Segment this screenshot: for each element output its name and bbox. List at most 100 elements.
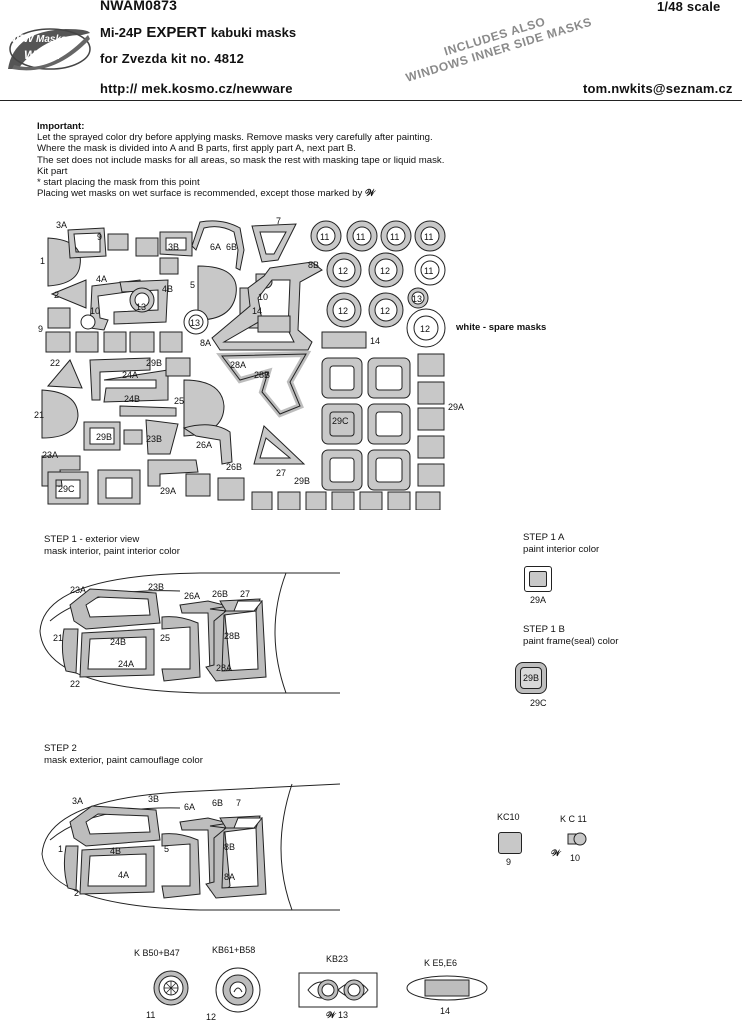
mask-label: 28B	[254, 370, 270, 380]
kit-mask-number: 10	[570, 853, 581, 863]
mask-shape	[221, 353, 307, 415]
mask-label: 29B	[146, 358, 162, 368]
mask-shape	[217, 477, 245, 501]
kit-wheel-icon	[153, 970, 189, 1006]
instruction-line: Placing wet masks on wet surface is reco…	[37, 188, 376, 200]
mask-label: 12	[380, 266, 390, 276]
mask-shape	[107, 233, 129, 251]
mask-label: 14	[370, 336, 380, 346]
mask-shape	[159, 331, 183, 353]
step1b-inner-label: 29B	[520, 667, 542, 689]
kit-mask-number: 11	[146, 1010, 156, 1020]
mask-shape	[159, 257, 179, 275]
kit-lamp-icon	[215, 967, 261, 1013]
mask-shape	[417, 407, 445, 431]
instruction-line: * start placing the mask from this point	[37, 177, 200, 189]
step2-label: 4B	[110, 846, 121, 856]
step2-label: 5	[164, 844, 169, 854]
logo-ware: WARE	[24, 48, 60, 62]
kabuki-label: kabuki masks	[210, 25, 297, 40]
mask-label: 11	[424, 232, 433, 242]
step2-label: 6A	[184, 802, 195, 812]
step1-cockpit-diagram: 23A 23B 26A 26B 27 21 24B 25 28B 24A 28A…	[39, 572, 340, 694]
step1a-title: STEP 1 A	[523, 532, 565, 543]
step2-label: 6B	[212, 798, 223, 808]
mask-label: 4A	[96, 274, 107, 284]
mask-shape	[45, 331, 71, 353]
mask-shape	[185, 473, 211, 497]
mask-label: 29B	[96, 432, 112, 442]
wet-mask-symbol-icon: 𝒲	[326, 1010, 336, 1020]
step1-subtitle: mask interior, paint interior color	[44, 546, 180, 557]
mask-shape	[89, 357, 151, 401]
mask-label: 13	[412, 294, 422, 304]
mask-shape	[83, 421, 121, 451]
step1-label: 28A	[216, 663, 232, 673]
product-code: NWAM0873	[100, 0, 178, 13]
mask-label: 10	[90, 306, 100, 316]
kit-part-code: KB61+B58	[212, 945, 256, 955]
mask-shape	[182, 424, 233, 465]
logo-new: NEW	[8, 33, 34, 45]
step1-label: 27	[240, 589, 250, 599]
mask-shape	[97, 469, 141, 505]
mask-shape	[47, 307, 71, 329]
mask-label: 23B	[146, 434, 162, 444]
mask-shape	[129, 331, 155, 353]
kit-mask-number: 12	[206, 1012, 217, 1022]
mask-label: 11	[356, 232, 365, 242]
mask-label: 21	[34, 410, 44, 420]
mask-sheet: 3A 9 3B 6A 6B 7 1 4A 4B 5 2 10 10 14 8B …	[34, 216, 464, 510]
kit-part-code: K C 11	[560, 814, 587, 824]
mask-label: 8A	[200, 338, 211, 348]
mask-shape	[417, 381, 445, 405]
instruction-line: Let the sprayed color dry before applyin…	[37, 132, 433, 144]
step1-label: 28B	[224, 631, 240, 641]
wet-mask-symbol-icon: 𝒲	[551, 848, 561, 858]
step1-label: 24B	[110, 637, 126, 647]
mask-shape	[387, 491, 411, 510]
step2-title: STEP 2	[44, 743, 77, 754]
expert-label: EXPERT	[146, 24, 207, 41]
kit-mask-number: 9	[506, 857, 512, 867]
kit-lens-icon	[406, 975, 488, 1001]
mask-shape	[251, 491, 273, 510]
mask-shape	[197, 265, 237, 321]
step1-label: 23B	[148, 582, 164, 592]
mask-shape	[321, 357, 411, 491]
step1-label: 21	[53, 633, 63, 643]
mask-label: 5	[190, 280, 195, 290]
mask-label: 14	[252, 306, 262, 316]
step2-label: 8A	[224, 872, 235, 882]
mask-shape	[417, 463, 445, 487]
email-address: tom.nwkits@seznam.cz	[583, 81, 733, 96]
kit-mask-number: 𝒲 13	[326, 1010, 348, 1020]
mask-label: 29A	[448, 402, 464, 412]
step2-subtitle: mask exterior, paint camouflage color	[44, 755, 203, 766]
mask-label: 28A	[230, 360, 246, 370]
mask-label: 8B	[308, 260, 319, 270]
mask-shape	[277, 491, 301, 510]
step2-label: 4A	[118, 870, 129, 880]
mask-shape	[80, 314, 96, 330]
mask-shape	[145, 419, 179, 455]
logo-masks: Masks	[36, 34, 67, 45]
kit-part-code: KC10	[497, 812, 520, 822]
model-line: Mi-24P EXPERT kabuki masks	[100, 24, 296, 42]
mask-label: 13	[136, 302, 146, 312]
mask-label: 27	[276, 468, 286, 478]
mask-label: 11	[320, 232, 329, 242]
step1-title: STEP 1 - exterior view	[44, 534, 140, 545]
kit-line: for Zvezda kit no. 4812	[100, 51, 245, 66]
kit-mask-swatch	[567, 832, 587, 846]
step1a-subtitle: paint interior color	[523, 544, 600, 555]
mask-label: 3A	[56, 220, 67, 230]
mask-shape	[147, 459, 199, 487]
mask-label: 4B	[162, 284, 173, 294]
model-name: Mi-24P	[100, 25, 142, 40]
mask-label: 6A	[210, 242, 221, 252]
step1b-outer-label: 29C	[530, 698, 547, 708]
mask-label: 29B	[294, 476, 310, 486]
mask-shape	[119, 405, 177, 417]
step1b-subtitle: paint frame(seal) color	[523, 636, 619, 647]
